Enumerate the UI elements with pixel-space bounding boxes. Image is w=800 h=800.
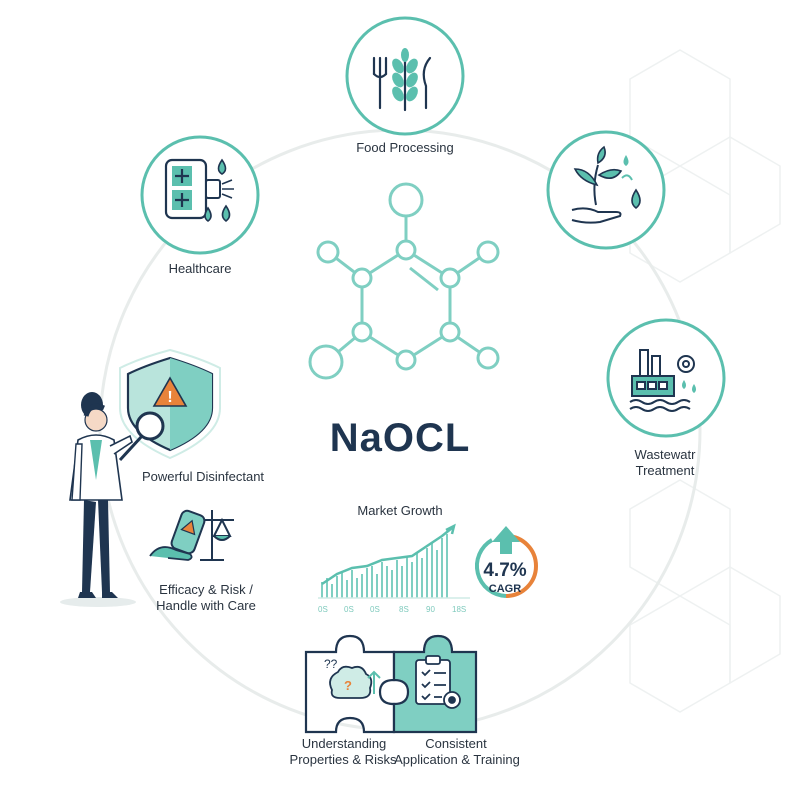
clipboard-icon [415, 655, 461, 709]
main-title: NaOCL [329, 416, 471, 460]
up-arrow-icon [492, 526, 520, 554]
scales-icon [192, 510, 234, 561]
understanding-label-line1: Understanding [301, 736, 387, 751]
cutlery-wheat-icon [372, 53, 432, 112]
x-tick: 0S [318, 605, 328, 614]
market-growth-title: Market Growth [357, 503, 443, 518]
x-tick: 0S [370, 605, 380, 614]
x-tick: 90 [426, 605, 435, 614]
efficacy-label-line2: Handle with Care [156, 598, 256, 613]
cagr-value: 4.7% [483, 560, 527, 581]
wastewater-label-line1: Wastewatr [634, 447, 696, 462]
consistent-label-line1: Consistent [425, 736, 487, 751]
brain-icon: ?? ? [324, 657, 381, 699]
food-processing-label: Food Processing [356, 140, 454, 155]
glove-hand-icon [149, 546, 193, 561]
svg-text:??: ?? [324, 657, 338, 671]
magnifier-icon [135, 411, 165, 441]
consistent-label-line2: Application & Training [394, 752, 520, 767]
hexagon-pattern [629, 49, 781, 713]
plant-hand-icon [571, 145, 641, 224]
cagr-arc-orange [505, 534, 538, 598]
svg-text:?: ? [344, 678, 352, 693]
growth-line [321, 527, 453, 586]
medical-cross-icon [164, 158, 234, 222]
healthcare-label: Healthcare [168, 261, 232, 276]
factory-icon [629, 349, 695, 412]
efficacy-label-line1: Efficacy & Risk / [159, 582, 253, 597]
cagr-label: CAGR [488, 583, 522, 595]
wastewater-label-line2: Treatment [635, 463, 695, 478]
disinfectant-label: Powerful Disinfectant [141, 469, 265, 484]
x-tick: 0S [344, 605, 354, 614]
svg-text:!: ! [167, 389, 172, 406]
cagr-arc-teal [474, 538, 507, 598]
understanding-label-line2: Properties & Risks [289, 752, 397, 767]
x-tick: 8S [399, 605, 409, 614]
warning-icon [152, 376, 188, 407]
x-tick: 18S [452, 605, 467, 614]
